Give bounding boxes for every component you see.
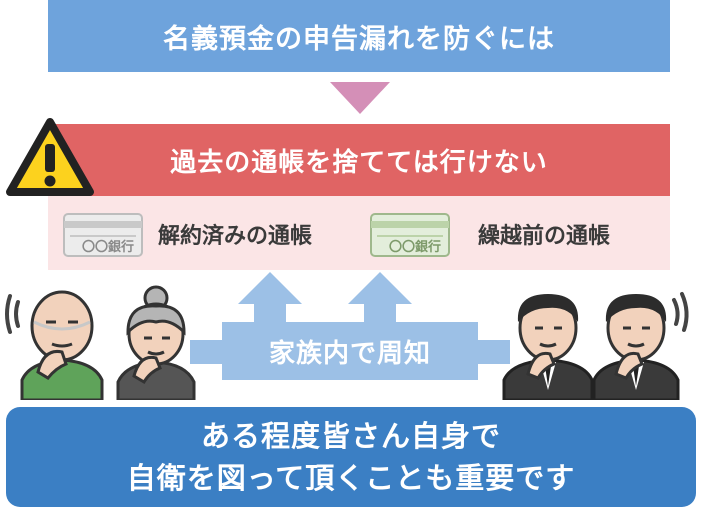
family-notice-label: 家族内で周知 bbox=[268, 338, 431, 369]
bottom-message-box: ある程度皆さん自身で 自衛を図って頂くことも重要です bbox=[6, 407, 696, 507]
businessman-icon bbox=[592, 292, 689, 400]
passbook-panel bbox=[48, 196, 670, 270]
elderly-man-icon bbox=[5, 290, 104, 400]
down-arrow-icon bbox=[330, 82, 390, 114]
passbook-icon bbox=[63, 213, 143, 257]
bottom-message-line1: ある程度皆さん自身で bbox=[200, 419, 501, 453]
passbook-bank-name: 〇〇銀行 bbox=[82, 240, 135, 255]
elderly-woman-icon bbox=[116, 285, 196, 400]
caution-icon bbox=[6, 118, 94, 196]
businessman-icon bbox=[502, 294, 594, 400]
bottom-message-line2: 自衛を図って頂くことも重要です bbox=[126, 461, 576, 495]
passbook-label-closed: 解約済みの通帳 bbox=[158, 224, 313, 249]
passbook-bank-name: 〇〇銀行 bbox=[389, 240, 442, 255]
warning-banner: 過去の通帳を捨てては行けない bbox=[48, 124, 670, 196]
passbook-icon bbox=[370, 213, 450, 257]
warning-text: 過去の通帳を捨てては行けない bbox=[170, 147, 548, 178]
up-arrows-graphic bbox=[190, 272, 510, 380]
passbook-label-carryover: 繰越前の通帳 bbox=[478, 224, 611, 249]
page-title: 名義預金の申告漏れを防ぐには bbox=[48, 0, 670, 72]
